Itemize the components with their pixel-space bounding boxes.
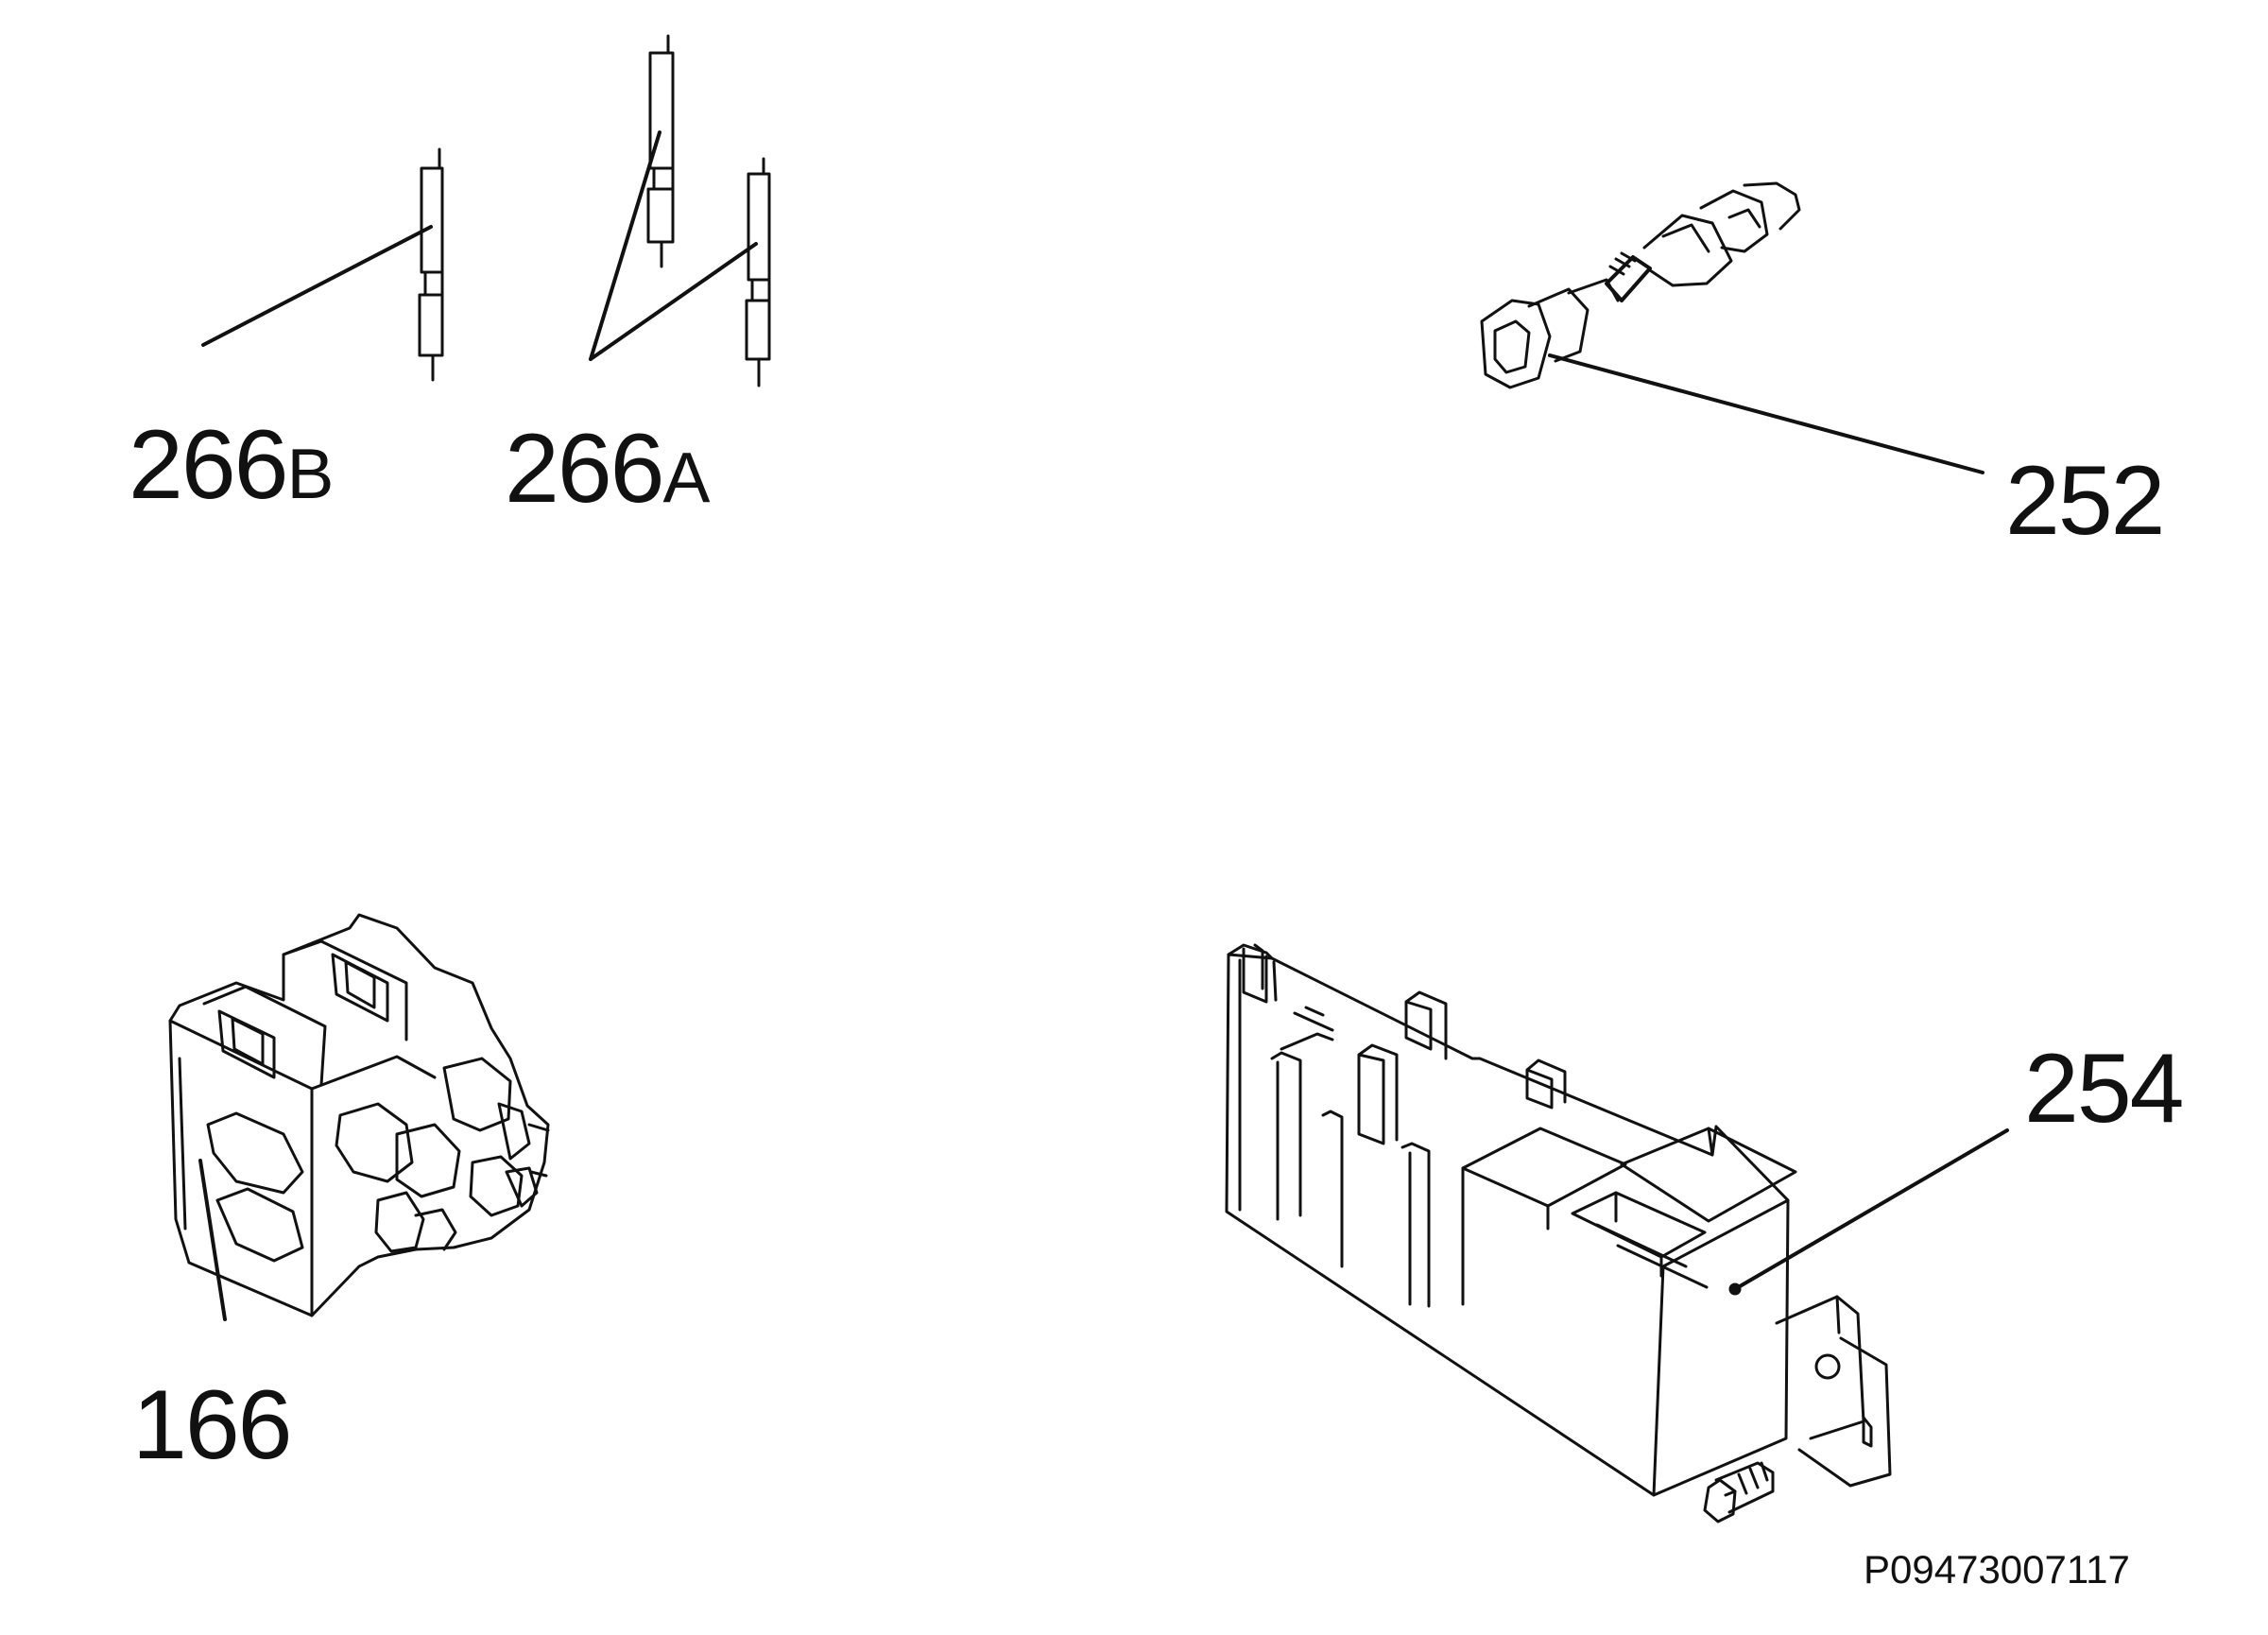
leader-166	[198, 1159, 227, 1321]
part-suffix: B	[286, 434, 335, 513]
drawing-code: P09473007117	[1864, 1547, 2130, 1592]
part-number: 254	[2024, 1034, 2185, 1144]
electrode-266b-drawing	[201, 147, 444, 382]
leader-252	[1548, 353, 1984, 474]
part-number: 166	[132, 1370, 293, 1480]
valve-block-166-drawing	[168, 913, 550, 1321]
part-number: 252	[2005, 446, 2166, 556]
part-label-266a: 266A	[505, 420, 711, 518]
leader-254	[1733, 1128, 2009, 1291]
part-label-166: 166	[132, 1376, 293, 1474]
leader-266b	[201, 225, 433, 347]
leader-266a-left	[589, 130, 662, 361]
part-suffix: A	[662, 438, 711, 517]
ignition-unit-254-drawing	[1225, 943, 2009, 1523]
electrodes-266a-drawing	[589, 34, 771, 387]
part-label-266b: 266B	[129, 416, 335, 514]
part-label-254: 254	[2024, 1040, 2185, 1138]
leader-266a-right	[589, 242, 758, 361]
part-number: 266	[505, 414, 665, 524]
part-label-252: 252	[2005, 452, 2166, 550]
switch-252-drawing	[1480, 181, 1984, 474]
part-number: 266	[129, 410, 289, 520]
